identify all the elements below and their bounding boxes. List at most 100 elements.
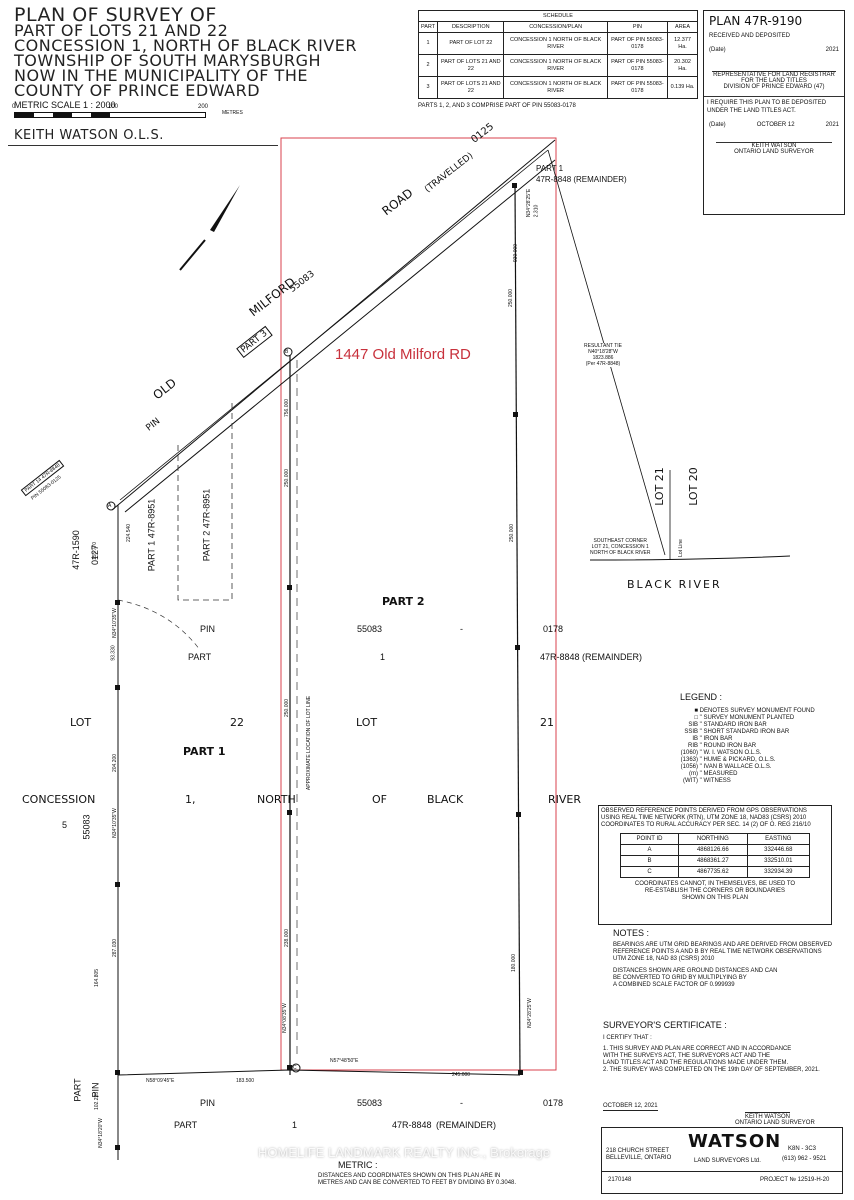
pin-label: PIN bbox=[200, 624, 216, 634]
scale-label: METRIC SCALE 1 : 2000 bbox=[14, 100, 116, 110]
monument-marker bbox=[287, 1065, 292, 1070]
dimension-label: 250.000 bbox=[284, 468, 291, 488]
require-line-1: I REQUIRE THIS PLAN TO BE DEPOSITED bbox=[707, 100, 827, 106]
certificate-line: 2. THE SURVEY WAS COMPLETED ON THE 19th … bbox=[603, 1067, 820, 1073]
schedule-table: SCHEDULE PART DESCRIPTION CONCESSION/PLA… bbox=[417, 10, 698, 99]
ref-col-point: POINT ID bbox=[619, 833, 680, 845]
certificate-line: LAND TITLES ACT AND THE REGULATIONS MADE… bbox=[603, 1060, 789, 1066]
pin-dash: - bbox=[460, 624, 463, 634]
left-pin-number: 55083 bbox=[81, 814, 92, 840]
dimension-label: 756.000 bbox=[284, 398, 291, 418]
part-ref: 47R-8848 (REMAINDER) bbox=[540, 652, 643, 662]
point-c-label: C bbox=[293, 1065, 297, 1071]
part-number: 1 bbox=[292, 1120, 298, 1130]
part-1-label: PART 1 bbox=[183, 745, 226, 758]
part2-47r8951-label: PART 2 47R-8951 bbox=[201, 488, 212, 562]
pin-dash: - bbox=[460, 1098, 463, 1108]
dimension-label: 250.000 bbox=[508, 288, 515, 308]
legend-text: " W. I. WATSON O.L.S. bbox=[699, 750, 762, 756]
observed-line: COORDINATES TO RURAL ACCURACY PER SEC. 1… bbox=[601, 822, 811, 828]
certificate-date: OCTOBER 12, 2021 bbox=[603, 1103, 658, 1111]
dimension-label: 164.805 bbox=[94, 968, 101, 988]
left-plan-ref: 47R-1590 bbox=[70, 530, 81, 570]
lot-22-number: 22 bbox=[230, 716, 244, 729]
reference-points-table: POINT ID NORTHING EASTING A 4868126.66 3… bbox=[619, 833, 811, 878]
legend-text: " HUME & PICKARD, O.L.S. bbox=[699, 757, 776, 763]
point-a-label: A bbox=[108, 503, 112, 509]
firm-job-number: 2170148 bbox=[608, 1177, 632, 1183]
north-arrow-icon bbox=[210, 185, 240, 232]
plan-deposit-box: PLAN 47R-9190 RECEIVED AND DEPOSITED (Da… bbox=[703, 10, 845, 215]
table-cell: 12.377 Ha. bbox=[667, 32, 698, 55]
approx-lot-line-label: APPROXIMATE LOCATION OF LOT LINE bbox=[306, 695, 313, 791]
metric-line: DISTANCES AND COORDINATES SHOWN ON THIS … bbox=[318, 1173, 501, 1179]
firm-address-1: 218 CHURCH STREET bbox=[606, 1148, 670, 1154]
registrar-line-3: DIVISION OF PRINCE EDWARD (47) bbox=[723, 84, 825, 90]
monument-marker bbox=[287, 585, 292, 590]
tie-line: RESULTANT TIE bbox=[584, 343, 622, 349]
part1-47r8951-label: PART 1 47R-8951 bbox=[146, 498, 157, 572]
firm-block: 218 CHURCH STREET BELLEVILLE, ONTARIO WA… bbox=[601, 1127, 843, 1194]
monument-marker bbox=[513, 412, 518, 417]
signature-name: KEITH WATSON bbox=[751, 143, 797, 149]
legend-symbol: (m) bbox=[689, 771, 698, 777]
lot-22-word: LOT bbox=[70, 716, 92, 729]
table-cell: 332446.68 bbox=[746, 844, 811, 856]
pin-label: PIN bbox=[200, 1098, 216, 1108]
bearing-label: N58°09'45"E bbox=[146, 1078, 175, 1084]
legend-item: (m) " MEASURED bbox=[670, 771, 840, 778]
table-cell: 0.139 Ha. bbox=[667, 76, 698, 99]
survey-title: PLAN OF SURVEY OF PART OF LOTS 21 AND 22… bbox=[14, 4, 357, 100]
certificate-sig-title: ONTARIO LAND SURVEYOR bbox=[735, 1120, 815, 1126]
monument-marker bbox=[115, 1145, 120, 1150]
part-8951-outline bbox=[177, 400, 233, 601]
surveyor-name: KEITH WATSON O.L.S. bbox=[14, 128, 164, 143]
left-part-label: PART bbox=[72, 1078, 83, 1102]
certificate-sig-name: KEITH WATSON bbox=[745, 1112, 790, 1120]
se-corner-line: NORTH OF BLACK RIVER bbox=[590, 550, 651, 556]
part-remainder: (REMAINDER) bbox=[436, 1120, 496, 1130]
monument-marker bbox=[115, 685, 120, 690]
require-date-row: (Date) OCTOBER 12 2021 bbox=[704, 116, 844, 134]
legend-symbol: ■ bbox=[694, 708, 698, 714]
note-line: BEARINGS ARE UTM GRID BEARINGS AND ARE D… bbox=[613, 942, 832, 948]
table-cell: PART OF PIN 55083-0178 bbox=[606, 76, 669, 99]
table-cell: PART OF LOTS 21 AND 22 bbox=[437, 76, 505, 99]
note-line: DISTANCES SHOWN ARE GROUND DISTANCES AND… bbox=[613, 968, 778, 974]
registrar-line-1: REPRESENTATIVE FOR LAND REGISTRAR bbox=[713, 72, 835, 78]
dimension-label: 183.500 bbox=[236, 1078, 255, 1084]
pin-suffix: 0178 bbox=[543, 1098, 564, 1108]
ref-col-easting: EASTING bbox=[746, 833, 811, 845]
legend-symbol: SSIB bbox=[684, 729, 698, 735]
concession-number: 1, bbox=[185, 793, 196, 806]
legend-text: " SURVEY MONUMENT PLANTED bbox=[699, 715, 795, 721]
certificate-line: 1. THIS SURVEY AND PLAN ARE CORRECT AND … bbox=[603, 1046, 792, 1052]
lot-20-column-label: LOT 20 bbox=[686, 467, 700, 506]
se-corner-line: LOT 21, CONCESSION 1 bbox=[591, 544, 649, 550]
note-line: A COMBINED SCALE FACTOR OF 0.999939 bbox=[613, 982, 735, 988]
scale-tick-0: 0 bbox=[12, 104, 16, 110]
legend-item: (1060) " W. I. WATSON O.L.S. bbox=[670, 750, 840, 757]
legend: LEGEND : ■ DENOTES SURVEY MONUMENT FOUND… bbox=[670, 692, 840, 785]
schedule: SCHEDULE PART DESCRIPTION CONCESSION/PLA… bbox=[417, 10, 698, 110]
title-line-1: PLAN OF SURVEY OF bbox=[14, 4, 217, 26]
note-line: REFERENCE POINTS A AND B BY REAL TIME NE… bbox=[613, 949, 822, 955]
part-number: 1 bbox=[380, 652, 386, 662]
require-year: 2021 bbox=[825, 122, 839, 128]
part-2-label: PART 2 bbox=[382, 595, 425, 608]
bearing-label: N57°48'50"E bbox=[330, 1058, 359, 1064]
monument-marker bbox=[515, 645, 520, 650]
surveyor-certificate: SURVEYOR'S CERTIFICATE : I CERTIFY THAT … bbox=[603, 1020, 843, 1074]
se-corner-line: SOUTHEAST CORNER bbox=[593, 538, 647, 544]
part-label: PART bbox=[188, 652, 212, 662]
schedule-note: PARTS 1, 2, AND 3 COMPRISE PART OF PIN 5… bbox=[418, 103, 576, 109]
bearing-label: N34°08'35"W bbox=[281, 1003, 288, 1033]
table-cell: 332510.01 bbox=[746, 855, 811, 867]
legend-symbol: RIB bbox=[687, 743, 698, 749]
title-line-2: PART OF LOTS 21 AND 22 bbox=[14, 21, 229, 40]
legend-title: LEGEND : bbox=[680, 692, 723, 702]
legend-text: " WITNESS bbox=[699, 778, 731, 784]
legend-item: (1056) " IVAN B WALLACE O.L.S. bbox=[670, 764, 840, 771]
title-line-6: COUNTY OF PRINCE EDWARD bbox=[14, 81, 261, 100]
